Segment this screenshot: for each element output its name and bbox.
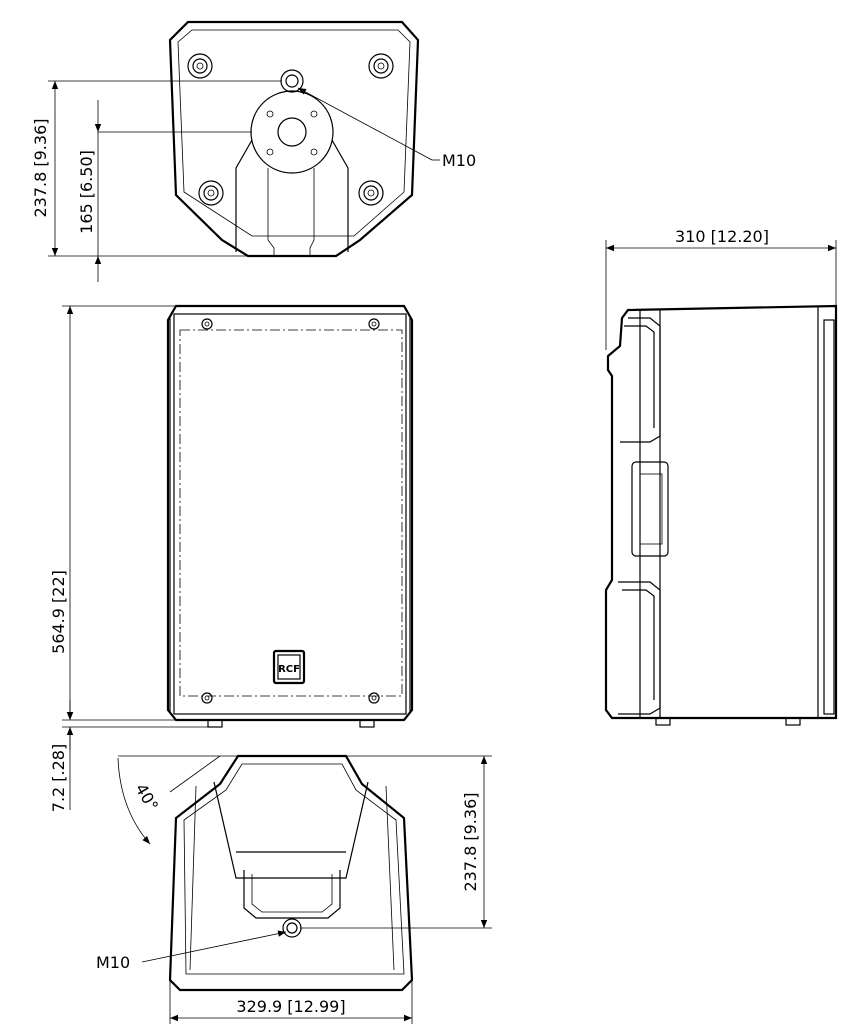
dim-bottom-angle: 40° [131, 780, 162, 814]
label-m10-bottom: M10 [96, 953, 130, 972]
m10-insert-bottom [282, 918, 302, 938]
screw-bottom-left [198, 180, 224, 206]
svg-text:RCF: RCF [278, 664, 300, 675]
front-screw-tl [201, 318, 213, 330]
dim-bottom-height: 237.8 [9.36] [461, 793, 480, 892]
dim-top-height: 237.8 [9.36] [31, 119, 50, 218]
bottom-view: 40° 237.8 [9.36] M10 329.9 [12.99] [96, 754, 492, 1024]
front-screw-br [368, 692, 380, 704]
front-screw-bl [201, 692, 213, 704]
pole-mount [235, 90, 349, 256]
front-view: RCF 564.9 [22] 7.2 [.28] [49, 304, 414, 812]
dim-top-pole: 165 [6.50] [77, 150, 96, 234]
label-m10-top: M10 [442, 151, 476, 170]
dim-side-depth: 310 [12.20] [675, 227, 769, 246]
dim-bottom-width: 329.9 [12.99] [236, 997, 345, 1016]
dim-front-feet: 7.2 [.28] [49, 744, 68, 812]
screw-top-left [187, 53, 213, 79]
side-view: 310 [12.20] [604, 227, 838, 726]
top-view: 237.8 [9.36] 165 [6.50] M10 [31, 20, 476, 282]
rcf-logo: RCF [272, 649, 306, 685]
screw-bottom-right [358, 180, 384, 206]
screw-top-right [368, 53, 394, 79]
dim-front-height: 564.9 [22] [49, 570, 68, 654]
front-screw-tr [368, 318, 380, 330]
